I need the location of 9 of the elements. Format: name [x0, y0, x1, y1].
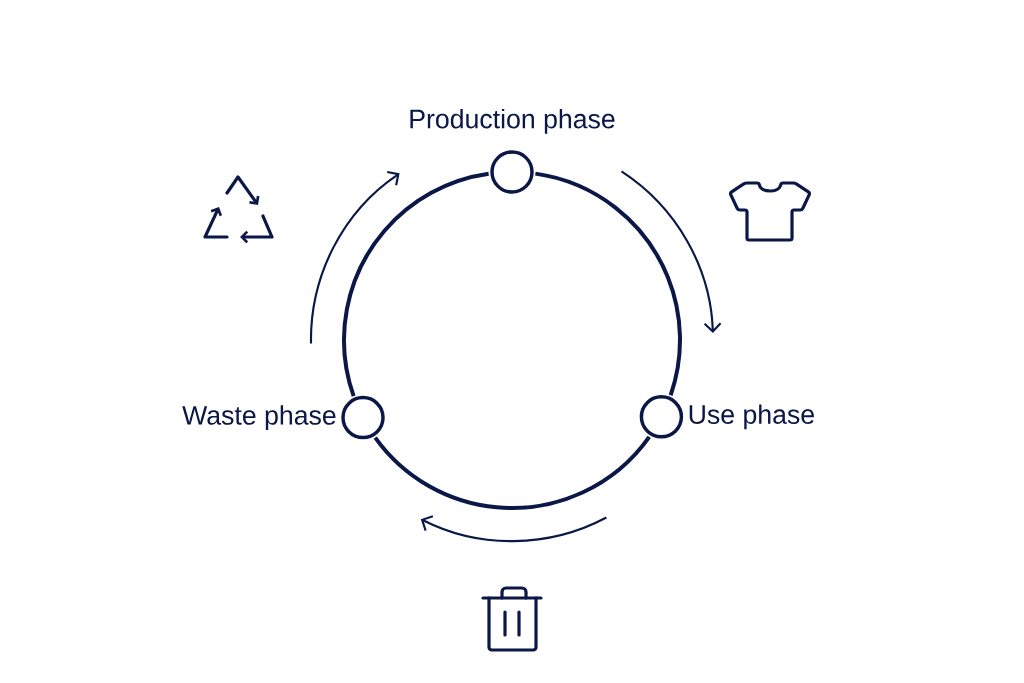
ring-arc [535, 171, 682, 396]
ring-arc [342, 171, 489, 397]
phase-node: Use phase [639, 395, 814, 439]
phase-node: Waste phase [182, 395, 385, 440]
ring-arc [373, 435, 651, 510]
phase-node: Production phase [410, 108, 615, 194]
node-label: Production phase [410, 108, 615, 134]
node-label: Use phase [689, 404, 814, 430]
node-label: Waste phase [182, 405, 336, 431]
